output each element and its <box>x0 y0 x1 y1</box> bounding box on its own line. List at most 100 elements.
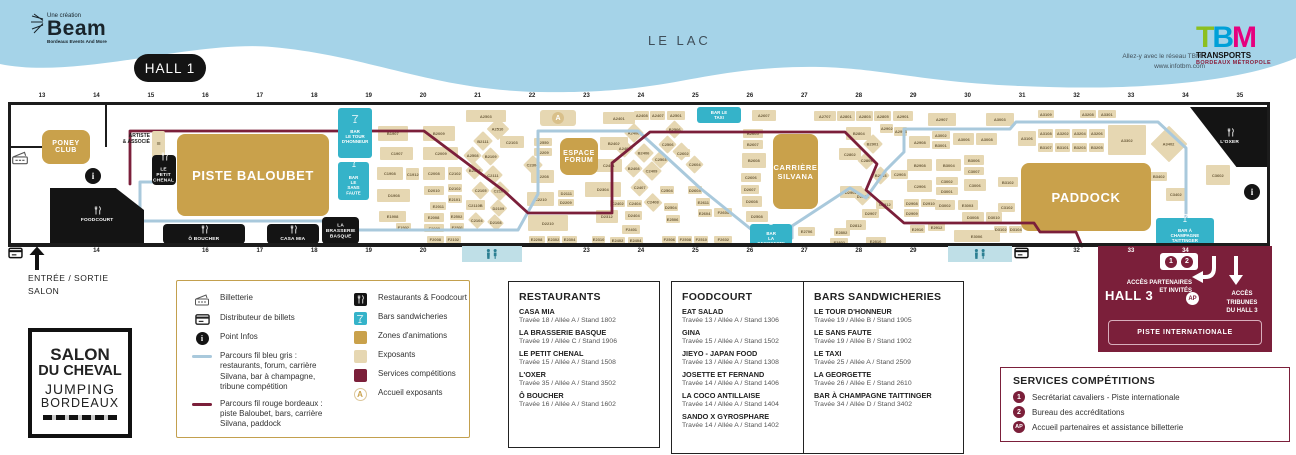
list-item-name: JOSETTE ET FERNAND <box>682 370 765 379</box>
tbm-tagline: Allez-y avec le réseau TBM ! www.infotbm… <box>1122 53 1205 70</box>
exhibitor-stand: A3402 <box>1150 125 1188 163</box>
hall3-badge: 2 <box>1181 255 1193 268</box>
legend-item: Distributeur de billets <box>191 313 341 326</box>
grid-number-top: 35 <box>1236 93 1244 99</box>
artiste-associe-label: ARTISTE & ASSOCIÉ <box>122 133 150 145</box>
list-item-name: JIEYO - JAPAN FOOD <box>682 349 758 358</box>
grid-number-bottom: 19 <box>365 248 373 254</box>
legend-item-label: Exposants <box>378 350 416 359</box>
exhibitor-stand: B2903 <box>871 166 890 185</box>
exhibitor-stand: C3007 <box>964 167 984 175</box>
grid-number-top: 29 <box>909 93 917 99</box>
map-wall-inner-h <box>8 146 42 148</box>
exhibitor-stand: C3002 <box>936 177 958 185</box>
exhibitor-stand: C2402 <box>610 200 625 207</box>
grid-number-top: 23 <box>583 93 590 99</box>
exhibitor-stand: A2803 <box>856 111 873 121</box>
exhibitor-stand: C1912 <box>406 168 419 180</box>
exhibitor-stand: B3203 <box>1072 143 1087 152</box>
logo-stripe <box>43 415 117 420</box>
venue-casa-mia: CASA MIA <box>267 224 319 244</box>
exhibitor-stand: C2103 <box>500 136 524 148</box>
legend-item: Services compétitions <box>349 369 467 382</box>
exhibitor-stand: C2102 <box>448 167 462 180</box>
exhibitor-stand: D3104 <box>1009 226 1022 233</box>
exhibitor-stand: C2606 <box>741 173 761 182</box>
beam-wordmark: Beam <box>47 17 107 40</box>
list-title: BARS SANDWICHERIES <box>814 291 942 303</box>
list-item-location: Travée 19 / Allée B / Stand 1905 <box>814 317 912 324</box>
exhibitor-stand: C2105 <box>471 181 490 200</box>
sq-gold-icon <box>349 331 371 344</box>
entrance-label: ENTRÉE / SORTIE SALON <box>28 273 109 296</box>
exhibitor-stand: C2903 <box>891 170 908 179</box>
grid-number-bottom: 28 <box>855 248 863 254</box>
exhibitor-stand: D2910 <box>921 199 936 207</box>
exhibitor-stand: A3002 <box>932 131 950 139</box>
bar-bar-champagne-taittinger: BAR À CHAMPAGNE TAITTINGER <box>1156 214 1214 245</box>
grid-number-bottom: 17 <box>256 248 264 254</box>
legend-item-label: Zones d'animations <box>378 331 448 340</box>
grid-number-top: 21 <box>474 93 481 99</box>
exhibitor-stand: D2504 <box>664 203 678 211</box>
exhibitor-stand: B2009 <box>423 126 455 141</box>
hall3-arrows-icon <box>1192 256 1243 285</box>
exhibitor-stand: E2310 <box>592 236 605 243</box>
exhibitor-stand: B2209 <box>534 148 552 156</box>
exhibitor-stand: E2912 <box>928 223 945 231</box>
bar-bar-le-sans-faute: BAR LE SANS FAUTE <box>338 158 369 200</box>
list-item-location: Travée 13 / Allée A / Stand 1306 <box>682 317 779 324</box>
grid-number-bottom: 26 <box>746 248 754 254</box>
map-wall-top <box>8 102 1270 105</box>
legend-item-label: Billetterie <box>220 293 253 302</box>
exhibitor-stand: A2801 <box>837 111 855 121</box>
grid-number-top: 28 <box>855 93 863 99</box>
exhibitor-stand: D1908 <box>377 189 410 202</box>
exhibitor-stand: C2604 <box>685 155 704 174</box>
legend-item: Zones d'animations <box>349 331 467 344</box>
list-item-location: Travée 14 / Allée A / Stand 1402 <box>682 422 779 429</box>
map-wall-right <box>1267 102 1270 246</box>
cocktail-icon <box>1181 214 1189 222</box>
exhibitor-stand: D3102 <box>994 226 1007 233</box>
exhibitor-stand: B3001 <box>932 141 950 149</box>
grid-number-top: 18 <box>310 93 318 99</box>
exhibitor-stand: A3202 <box>1055 129 1070 138</box>
grid-number-top: 31 <box>1018 93 1026 99</box>
venue-l-oxer: L'OXER <box>1190 107 1270 167</box>
venue-foodcourt: FOODCOURT <box>50 188 144 243</box>
venue-le-petit-chenal: LE PETIT CHENAL <box>152 152 176 185</box>
grid-number-top: 19 <box>365 93 373 99</box>
list-item-location: Travée 14 / Allée A / Stand 1406 <box>682 380 779 387</box>
exhibitor-stand: E2910 <box>910 225 925 233</box>
list-item-name: Ô BOUCHER <box>519 391 564 400</box>
exhibitor-stand: D2111 <box>558 190 574 197</box>
ticket-office-icon <box>11 150 29 166</box>
exhibitor-stand: A2908 <box>909 136 930 148</box>
exhibitor-stand: D2508 <box>746 211 768 222</box>
grid-number-top: 33 <box>1127 93 1135 99</box>
exhibitor-stand: C2906 <box>907 180 932 192</box>
grid-number-bottom: 16 <box>202 248 209 254</box>
legend-item-label: Restaurants & Foodcourt <box>378 293 467 302</box>
map-wall-inner-v <box>105 102 107 147</box>
grid-number-bottom: 33 <box>1127 248 1135 254</box>
exhibitor-stand: A2550 <box>534 138 552 146</box>
exhibitor-stand: B3101 <box>1055 143 1070 152</box>
exhibitor-stand: A2907 <box>928 113 956 126</box>
exhibitor-stand: F2401 <box>622 225 640 234</box>
grid-number-top: 27 <box>800 93 808 99</box>
exhibitor-stand: A3302 <box>1108 125 1146 155</box>
list-item-location: Travée 16 / Allée A / Stand 1602 <box>519 401 616 408</box>
fk-black-icon <box>349 293 371 306</box>
service-badge: 1 <box>1013 391 1025 403</box>
legend-item: Bars sandwicheries <box>349 312 467 325</box>
exhibitor-stand: A2901 <box>893 111 913 121</box>
exhibitor-stand: C2009 <box>423 147 458 160</box>
list-item-name: L'OXER <box>519 370 546 379</box>
exhibitor-stand: B2605 <box>743 129 763 138</box>
